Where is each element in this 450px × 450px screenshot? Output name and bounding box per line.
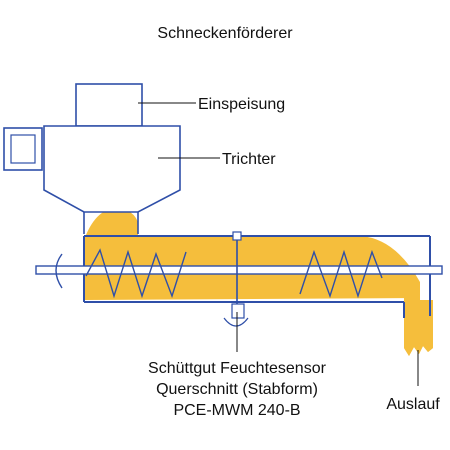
motor-box	[3, 127, 43, 171]
label-sensor-line2: Querschnitt (Stabform)	[156, 381, 318, 398]
label-outlet: Auslauf	[386, 396, 440, 413]
bulk-material	[84, 208, 433, 356]
diagram-title: Schneckenförderer	[157, 25, 293, 42]
label-sensor-line3: PCE-MWM 240-B	[173, 402, 300, 419]
label-feed: Einspeisung	[198, 96, 285, 113]
label-sensor-line1: Schüttgut Feuchtesensor	[148, 360, 327, 377]
leader-lines	[138, 102, 419, 386]
moisture-sensor-rod	[223, 231, 249, 327]
label-hopper: Trichter	[222, 151, 276, 168]
hopper	[43, 125, 181, 234]
trough	[83, 235, 431, 318]
screw-shaft	[35, 253, 443, 289]
feed-box	[75, 83, 143, 127]
screw-flights	[85, 248, 383, 299]
